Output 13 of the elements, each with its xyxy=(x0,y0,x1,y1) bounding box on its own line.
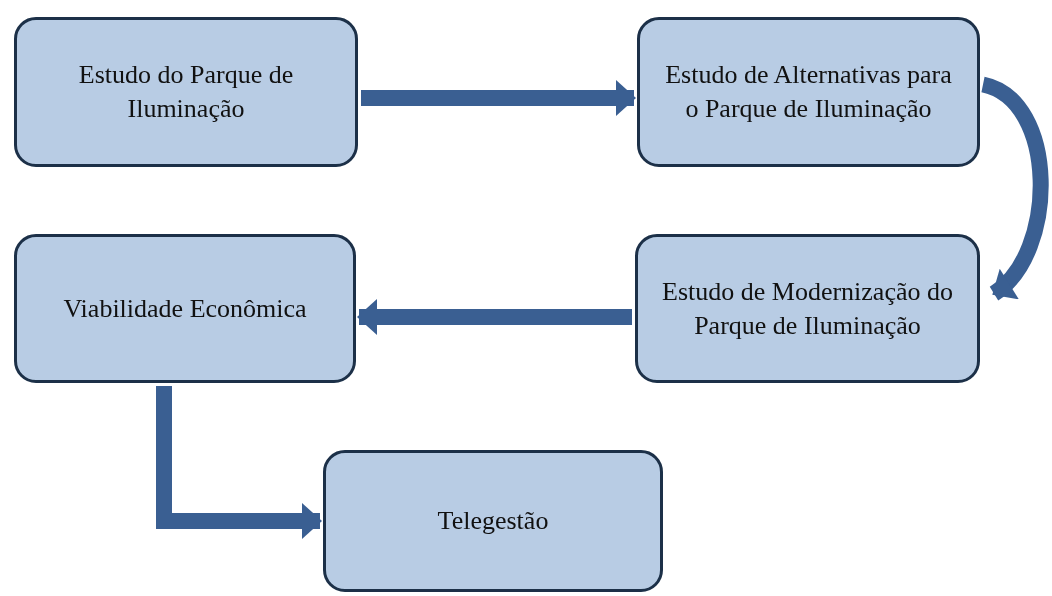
arrow xyxy=(156,386,322,539)
box-label: Estudo de Modernização do Parque de Iluminação xyxy=(661,275,954,342)
arrow xyxy=(361,80,636,116)
process-box xyxy=(635,234,980,383)
process-box xyxy=(14,17,358,167)
process-box xyxy=(14,234,356,383)
box-label: Estudo do Parque de Iluminação xyxy=(77,59,295,125)
process-box xyxy=(323,450,663,592)
arrow xyxy=(357,299,632,335)
process-box xyxy=(637,17,980,167)
box-label: Telegestão xyxy=(437,505,549,538)
box-label: Viabilidade Econômica xyxy=(63,292,307,325)
box-label: Estudo de Alternativas para o Parque de Iluminação xyxy=(664,59,953,125)
